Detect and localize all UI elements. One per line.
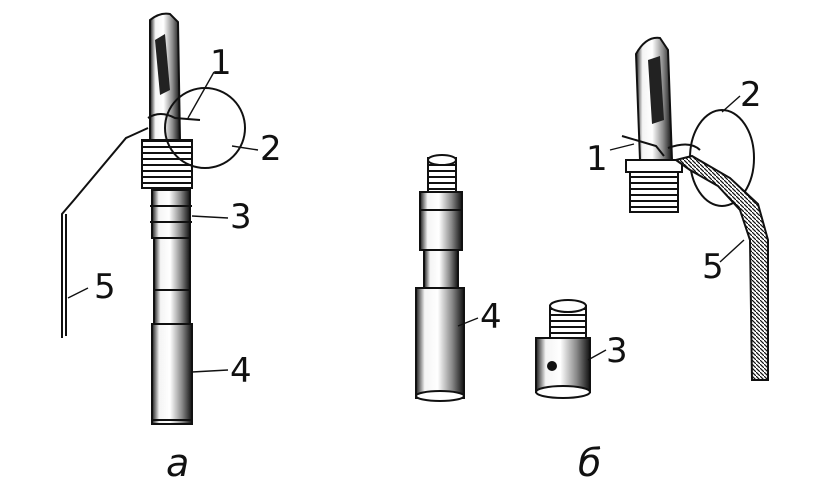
part-4-tube [415, 154, 465, 402]
label-a-5: 5 [94, 267, 116, 307]
safety-pin-b [621, 135, 665, 157]
part-head-assembly [621, 36, 769, 381]
panel-b-parts: 4 3 2 1 5 б [415, 36, 769, 485]
safety-lever [61, 127, 149, 338]
caption-b: б [578, 441, 601, 485]
label-a-1: 1 [210, 43, 232, 83]
label-b-3: 3 [606, 331, 628, 371]
label-b-5: 5 [702, 247, 724, 287]
caption-a: а [166, 441, 189, 485]
label-b-2: 2 [740, 75, 762, 115]
label-b-4: 4 [480, 297, 502, 337]
safety-pin [147, 113, 201, 121]
panel-a-assembly: 1 2 3 5 4 а [61, 12, 282, 485]
label-a-2: 2 [260, 129, 282, 169]
label-a-3: 3 [230, 197, 252, 237]
spring-coils [141, 139, 193, 189]
label-a-4: 4 [230, 351, 252, 391]
part-3-nut [535, 299, 591, 399]
safety-lever-b [673, 154, 769, 381]
label-b-1: 1 [586, 139, 608, 179]
